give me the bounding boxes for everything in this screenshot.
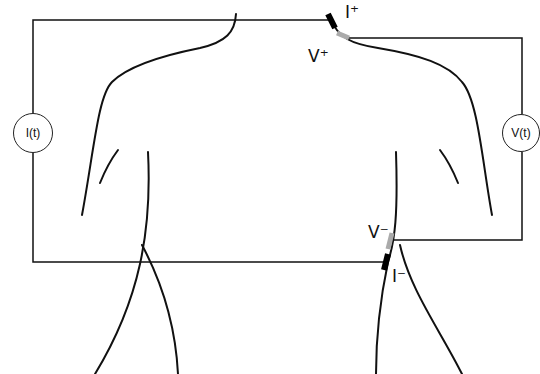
current-electrode bbox=[328, 14, 335, 28]
left-shoulder-outline bbox=[82, 14, 236, 215]
electrode-label: V⁻ bbox=[368, 222, 389, 242]
current-source: I(t) bbox=[13, 113, 53, 153]
right-arm-inner bbox=[440, 150, 458, 183]
voltage-wire-top bbox=[348, 38, 522, 114]
current-wire-top bbox=[33, 20, 330, 113]
voltage-electrode bbox=[337, 33, 349, 38]
source-label: I(t) bbox=[26, 126, 41, 140]
electrode-label: V⁺ bbox=[308, 46, 329, 66]
right-hip-line bbox=[400, 245, 462, 374]
right-torso-line bbox=[376, 152, 397, 374]
electrode-label: I⁺ bbox=[345, 2, 359, 22]
voltage-wire-bottom bbox=[392, 152, 522, 240]
electrode-label: I⁻ bbox=[392, 266, 406, 286]
source-label: V(t) bbox=[511, 126, 530, 140]
voltmeter: V(t) bbox=[502, 114, 540, 152]
current-electrode bbox=[384, 254, 388, 270]
right-shoulder-outline bbox=[330, 18, 492, 215]
current-wire-bottom bbox=[33, 153, 385, 262]
left-torso-line bbox=[95, 152, 149, 374]
left-hip-line bbox=[142, 245, 178, 374]
left-arm-inner bbox=[100, 150, 118, 183]
